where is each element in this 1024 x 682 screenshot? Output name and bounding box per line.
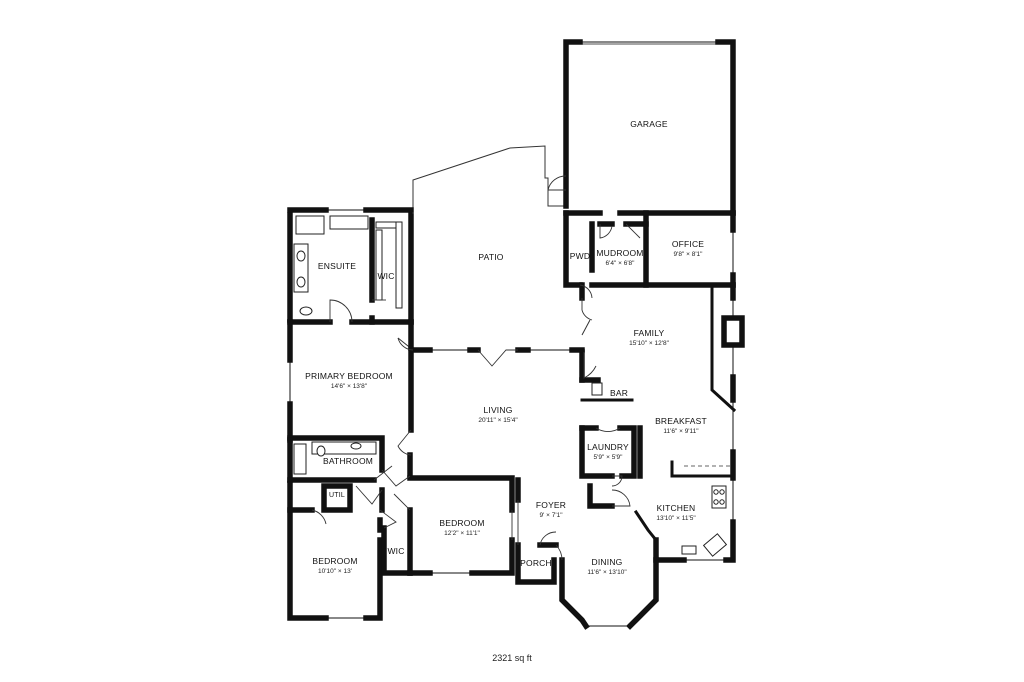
room-label-laundry: LAUNDRY [587,442,629,452]
room-label-bedroom-3: BEDROOM [312,556,357,566]
room-label-util: UTIL [329,492,345,499]
room-dim-breakfast: 11'6" × 9'11" [663,428,699,435]
room-labels: GARAGE PATIO ENSUITE WIC PWD MUDROOM 6'4… [305,119,707,576]
doors [311,175,641,561]
room-dim-mudroom: 6'4" × 6'8" [606,260,636,267]
room-label-office: OFFICE [672,239,704,249]
room-label-wic-2: WIC [387,546,404,556]
room-dim-living: 20'11" × 15'4" [478,417,518,424]
room-dim-bedroom-2: 12'2" × 11'1" [444,530,480,537]
room-dim-laundry: 5'9" × 5'9" [594,454,624,461]
room-label-breakfast: BREAKFAST [655,416,707,426]
room-label-living: LIVING [483,405,512,415]
room-dim-dining: 11'6" × 13'10" [587,569,627,576]
room-dim-bedroom-3: 10'10" × 13' [318,568,352,575]
room-label-wic: WIC [377,271,394,281]
room-label-garage: GARAGE [630,119,668,129]
room-label-bedroom-2: BEDROOM [439,518,484,528]
room-label-pwd: PWD [570,251,590,261]
room-label-foyer: FOYER [536,500,566,510]
room-dim-foyer: 9' × 7'1" [539,512,563,519]
room-label-bar: BAR [610,388,628,398]
room-label-kitchen: KITCHEN [657,503,696,513]
room-label-porch: PORCH [520,558,552,568]
room-label-patio: PATIO [478,252,503,262]
room-label-bathroom: BATHROOM [323,456,373,466]
room-label-ensuite: ENSUITE [318,261,356,271]
room-label-family: FAMILY [634,328,665,338]
room-dim-primary-bedroom: 14'6" × 13'8" [331,383,368,390]
room-label-mudroom: MUDROOM [596,248,643,258]
total-area-label: 2321 sq ft [492,653,532,663]
room-label-primary-bedroom: PRIMARY BEDROOM [305,371,393,381]
room-dim-family: 15'10" × 12'8" [629,340,670,347]
room-label-dining: DINING [592,557,623,567]
walls [287,39,745,630]
room-dim-kitchen: 13'10" × 11'5" [656,515,696,522]
room-dim-office: 9'8" × 8'1" [674,251,704,258]
